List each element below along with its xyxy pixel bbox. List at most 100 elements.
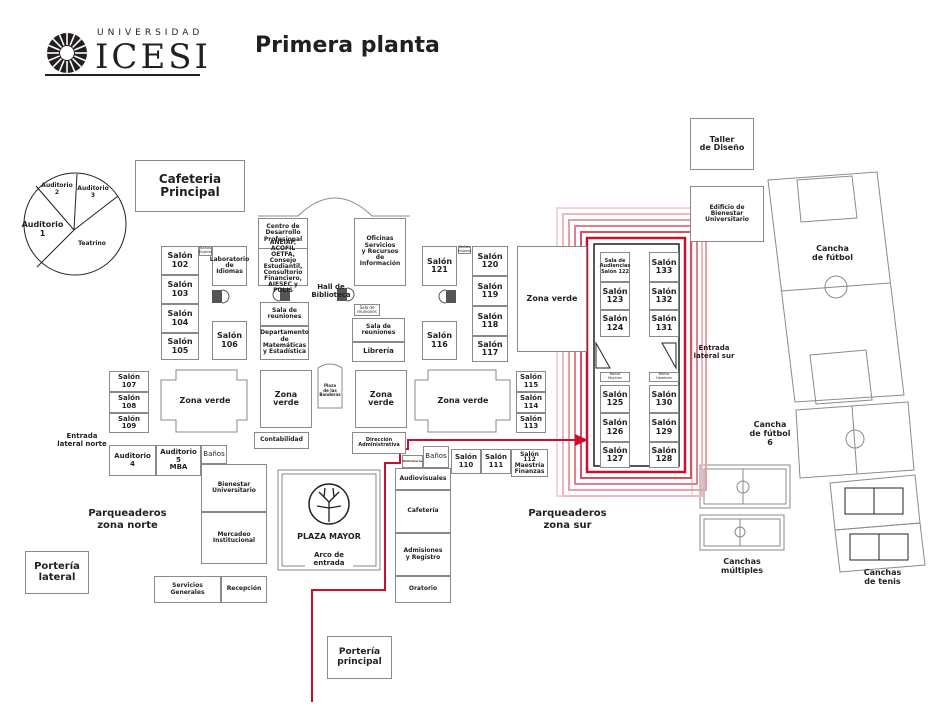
salon-114[interactable]: Salón 114 xyxy=(516,392,546,413)
direccion-administrativa[interactable]: Dirección Administrativa xyxy=(352,432,406,454)
door-icon xyxy=(595,341,611,369)
multi-courts xyxy=(699,464,791,551)
door-icon xyxy=(661,342,677,370)
centro-desarrollo[interactable]: Centro de Desarrollo Profesional xyxy=(258,218,308,248)
servicios-generales[interactable]: Servicios Generales xyxy=(154,576,221,603)
salon-130[interactable]: Salón 130 xyxy=(649,385,679,413)
zona-verde-2[interactable]: Zona verde xyxy=(260,370,312,428)
salon-103[interactable]: Salón 103 xyxy=(161,275,199,304)
entrada-lateral-sur[interactable]: Entrada lateral sur xyxy=(693,344,735,361)
salon-120[interactable]: Salón 120 xyxy=(472,246,508,276)
sala-reuniones-2[interactable]: Sala de reuniones xyxy=(352,318,405,342)
salon-125[interactable]: Salón 125 xyxy=(600,385,630,413)
auditorio-4[interactable]: Auditorio 4 xyxy=(109,445,156,476)
salon-115[interactable]: Salón 115 xyxy=(516,371,546,392)
audiovisuales[interactable]: Audiovisuales xyxy=(395,468,451,490)
libreria[interactable]: Librería xyxy=(352,342,405,362)
bienestar-universitario[interactable]: Bienestar Universitario xyxy=(201,464,267,512)
zona-verde-east[interactable]: Zona verde xyxy=(517,246,587,352)
salon-110[interactable]: Salón 110 xyxy=(451,449,481,474)
aneiap-oficinas[interactable]: ANEIAP, ACOFIL OETFA, Consejo Estudianti… xyxy=(258,240,308,294)
salon-117[interactable]: Salón 117 xyxy=(472,336,508,362)
banos-mujeres-3[interactable]: Baños Mujeres xyxy=(600,372,630,382)
banos-mujeres-1[interactable]: Baños Mujeres xyxy=(198,246,213,256)
salon-118[interactable]: Salón 118 xyxy=(472,306,508,336)
auditorio-2[interactable]: Auditorio 2 xyxy=(41,182,73,196)
salon-108[interactable]: Salón 108 xyxy=(109,392,149,413)
auditorio-5-mba[interactable]: Auditorio 5 MBA xyxy=(156,445,201,476)
oratorio[interactable]: Oratorio xyxy=(395,576,451,603)
salon-111[interactable]: Salón 111 xyxy=(481,449,511,474)
porteria-principal[interactable]: Portería principal xyxy=(327,636,392,679)
salon-104[interactable]: Salón 104 xyxy=(161,304,199,333)
salon-123[interactable]: Salón 123 xyxy=(600,282,630,310)
auditorio-3[interactable]: Auditorio 3 xyxy=(77,185,109,199)
canchas-tenis[interactable]: Canchas de tenis xyxy=(863,568,902,587)
contabilidad[interactable]: Contabilidad xyxy=(254,432,309,449)
football-6-field xyxy=(795,401,915,479)
salon-113[interactable]: Salón 113 xyxy=(516,413,546,433)
zona-verde-1[interactable]: Zona verde xyxy=(179,396,231,405)
sala-audiencias-122[interactable]: Sala de Audiencias Salón 122 xyxy=(600,252,630,282)
zona-verde-4[interactable]: Zona verde xyxy=(437,396,489,405)
page-title: Primera planta xyxy=(255,33,440,58)
banos-hombres[interactable]: Baños Hombres xyxy=(649,372,679,382)
banos-mujeres-2[interactable]: Baños Mujeres xyxy=(457,245,472,254)
zona-verde-4-shape xyxy=(414,369,511,433)
salon-132[interactable]: Salón 132 xyxy=(649,282,679,310)
logo-university-label: UNIVERSIDAD xyxy=(97,28,204,38)
sala-reuniones-small[interactable]: Sala de reuniones xyxy=(354,304,380,316)
zona-verde-3[interactable]: Zona verde xyxy=(355,370,407,428)
salon-121[interactable]: Salón 121 xyxy=(422,246,457,286)
cancha-futbol-6[interactable]: Cancha de fútbol 6 xyxy=(749,420,791,448)
enfermeria[interactable]: Enfermería xyxy=(402,455,423,468)
salon-131[interactable]: Salón 131 xyxy=(649,310,679,337)
plaza-mayor[interactable]: PLAZA MAYOR xyxy=(297,532,361,541)
stairs-icon xyxy=(212,287,456,304)
sala-reuniones-1[interactable]: Sala de reuniones xyxy=(260,302,309,326)
mercadeo-institucional[interactable]: Mercadeo Institucional xyxy=(201,512,267,564)
salon-128[interactable]: Salón 128 xyxy=(649,442,679,468)
banos-east[interactable]: Baños xyxy=(423,446,449,468)
auditorio-1[interactable]: Auditorio 1 xyxy=(21,220,64,239)
salon-126[interactable]: Salón 126 xyxy=(600,413,630,442)
hall-biblioteca[interactable]: Hall de Biblioteca xyxy=(311,283,351,300)
canchas-multiples[interactable]: Canchas múltiples xyxy=(721,557,763,576)
edificio-bienestar[interactable]: Edificio de Bienestar Universitario xyxy=(690,186,764,242)
salon-133[interactable]: Salón 133 xyxy=(649,252,679,282)
plaza-banderas[interactable]: Plaza de las Banderas xyxy=(319,383,341,398)
salon-129[interactable]: Salón 129 xyxy=(649,413,679,442)
logo-icesi-label: ICESI xyxy=(95,37,211,77)
salon-124[interactable]: Salón 124 xyxy=(600,310,630,337)
biblioteca-roof xyxy=(258,197,410,217)
salon-127[interactable]: Salón 127 xyxy=(600,442,630,468)
cafeteria-principal[interactable]: Cafeteria Principal xyxy=(135,160,245,212)
oficinas-servicios[interactable]: Oficinas Servicios y Recursos de Informa… xyxy=(354,218,406,286)
salon-116[interactable]: Salón 116 xyxy=(422,321,457,360)
salon-107[interactable]: Salón 107 xyxy=(109,371,149,392)
tennis-courts xyxy=(829,474,926,573)
admisiones-registro[interactable]: Admisiones y Registro xyxy=(395,533,451,576)
salon-102[interactable]: Salón 102 xyxy=(161,246,199,275)
salon-105[interactable]: Salón 105 xyxy=(161,333,199,360)
zona-verde-1-shape xyxy=(160,369,248,433)
salon-112-maestria[interactable]: Salón 112 Maestría Finanzas xyxy=(511,449,548,477)
parqueaderos-zona-norte[interactable]: Parqueaderos zona norte xyxy=(88,508,167,531)
recepcion[interactable]: Recepción xyxy=(221,576,267,603)
arco-de-entrada[interactable]: Arco de entrada xyxy=(305,551,353,568)
teatrino[interactable]: Teatrino xyxy=(78,240,106,247)
cancha-futbol[interactable]: Cancha de fútbol xyxy=(812,244,853,263)
laboratorio-idiomas[interactable]: Laboratorio de Idiomas xyxy=(210,246,249,286)
banos-west[interactable]: Baños xyxy=(201,445,227,464)
highlight-halo xyxy=(556,207,707,497)
departamento-matematicas[interactable]: Departamento de Matemáticas y Estadístic… xyxy=(260,326,309,360)
porteria-lateral[interactable]: Portería lateral xyxy=(25,551,89,594)
parqueaderos-zona-sur[interactable]: Parqueaderos zona sur xyxy=(528,508,607,531)
cafeteria[interactable]: Cafetería xyxy=(395,490,451,533)
taller-diseno[interactable]: Taller de Diseño xyxy=(690,118,754,170)
salon-106[interactable]: Salón 106 xyxy=(212,321,247,360)
salon-109[interactable]: Salón 109 xyxy=(109,413,149,433)
salon-119[interactable]: Salón 119 xyxy=(472,276,508,306)
entrada-lateral-norte[interactable]: Entrada lateral norte xyxy=(57,432,107,449)
